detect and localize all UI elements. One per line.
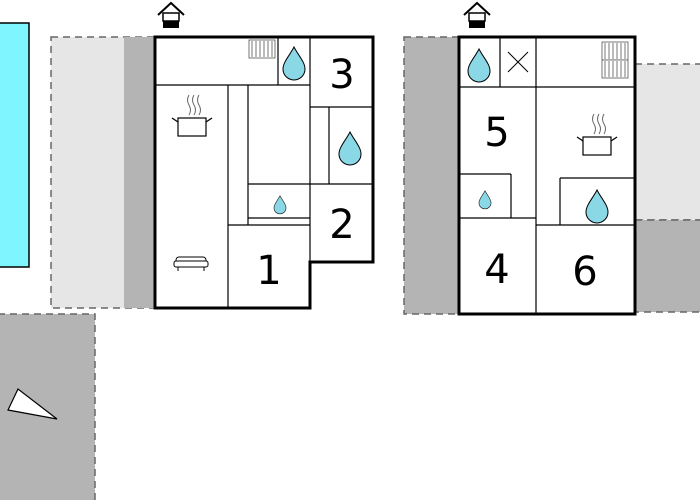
room-number: 2 bbox=[329, 202, 354, 248]
building-a: 1 2 3 bbox=[153, 2, 375, 310]
house-entrance-icon bbox=[157, 2, 185, 29]
pool bbox=[0, 22, 30, 268]
house-entrance-icon bbox=[463, 2, 491, 29]
radiator-icon bbox=[601, 59, 629, 79]
room-number: 1 bbox=[256, 248, 281, 294]
room-number: 4 bbox=[484, 247, 509, 293]
compass-arrow-icon bbox=[7, 388, 58, 420]
room-number: 3 bbox=[329, 52, 354, 98]
room-number: 5 bbox=[484, 110, 509, 156]
building-b: 4 5 6 bbox=[457, 2, 637, 316]
room-number: 6 bbox=[572, 249, 597, 295]
terrace-middle bbox=[403, 36, 460, 315]
terrace-right bbox=[634, 63, 700, 221]
radiator-icon bbox=[248, 39, 276, 59]
sofa-icon bbox=[173, 256, 209, 271]
radiator-icon bbox=[601, 41, 629, 61]
terrace-right-lower bbox=[634, 219, 700, 313]
terrace-left-strip bbox=[124, 37, 154, 308]
cross-icon bbox=[507, 51, 529, 73]
